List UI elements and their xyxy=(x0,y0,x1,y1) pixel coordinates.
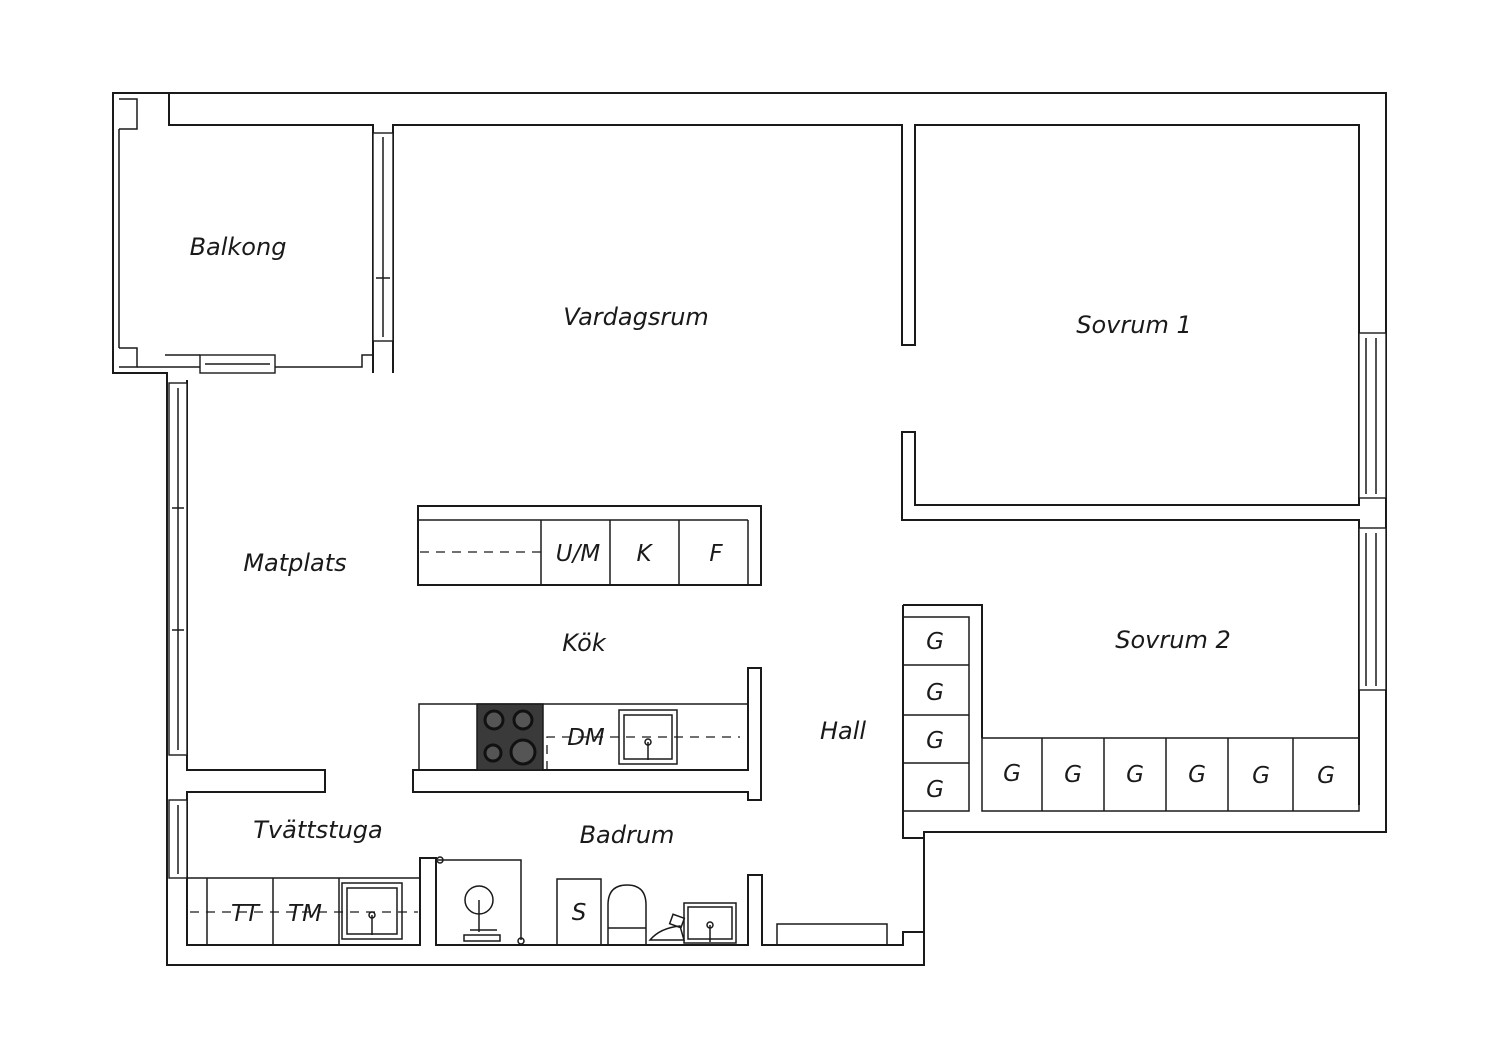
fixture-label-tt: TT xyxy=(231,901,261,927)
room-labels: Balkong Vardagsrum Sovrum 1 Sovrum 2 Mat… xyxy=(190,233,1231,849)
room-label-sovrum-2: Sovrum 2 xyxy=(1115,626,1230,654)
wardrobe-label: G xyxy=(926,728,944,754)
room-label-vardagsrum: Vardagsrum xyxy=(563,303,709,331)
fixture-label-k: K xyxy=(636,541,653,567)
room-label-hall: Hall xyxy=(820,717,866,745)
room-label-tvattstuga: Tvättstuga xyxy=(253,816,382,844)
kitchen-sink-icon xyxy=(618,709,678,765)
hall-wardrobes xyxy=(902,616,970,812)
wardrobe-label: G xyxy=(926,777,944,803)
hob-burner xyxy=(483,709,505,731)
hall-shelf xyxy=(776,923,888,946)
wardrobe-label: G xyxy=(1064,762,1082,788)
hob-burner xyxy=(509,738,537,766)
room-label-balkong: Balkong xyxy=(190,233,287,261)
room-label-kok: Kök xyxy=(562,629,607,657)
wardrobe-label: G xyxy=(1317,763,1335,789)
wash-basin-icon xyxy=(683,902,737,944)
balcony xyxy=(112,93,394,374)
bathroom-fixtures xyxy=(436,856,888,946)
wardrobe-label: G xyxy=(1252,763,1270,789)
room-label-badrum: Badrum xyxy=(580,821,675,849)
kitchen-upper-counter xyxy=(417,505,762,586)
room-label-sovrum-1: Sovrum 1 xyxy=(1076,311,1191,339)
bedroom-wardrobes xyxy=(981,737,1360,812)
windows xyxy=(168,332,1387,879)
room-label-matplats: Matplats xyxy=(243,549,346,577)
toilet-icon xyxy=(607,884,647,945)
wardrobe-label: G xyxy=(926,629,944,655)
wardrobe-label: G xyxy=(1188,762,1206,788)
laundry-sink-icon xyxy=(341,882,403,940)
wardrobe-label: G xyxy=(1126,762,1144,788)
hob-burner xyxy=(512,709,534,731)
fixture-label-um: U/M xyxy=(556,541,601,567)
fixture-labels: U/M K F DM TT TM S G G G G G G G G G G xyxy=(231,541,1335,927)
hob-burner xyxy=(483,743,503,763)
wardrobe-label: G xyxy=(926,680,944,706)
kitchen-lower-counter xyxy=(412,667,762,801)
fixture-label-f: F xyxy=(709,541,723,567)
wardrobe-label: G xyxy=(1003,761,1021,787)
fixture-label-s: S xyxy=(572,900,587,926)
fixture-label-tm: TM xyxy=(288,901,322,927)
laundry-counter xyxy=(186,877,421,946)
fixture-label-dm: DM xyxy=(567,725,605,751)
